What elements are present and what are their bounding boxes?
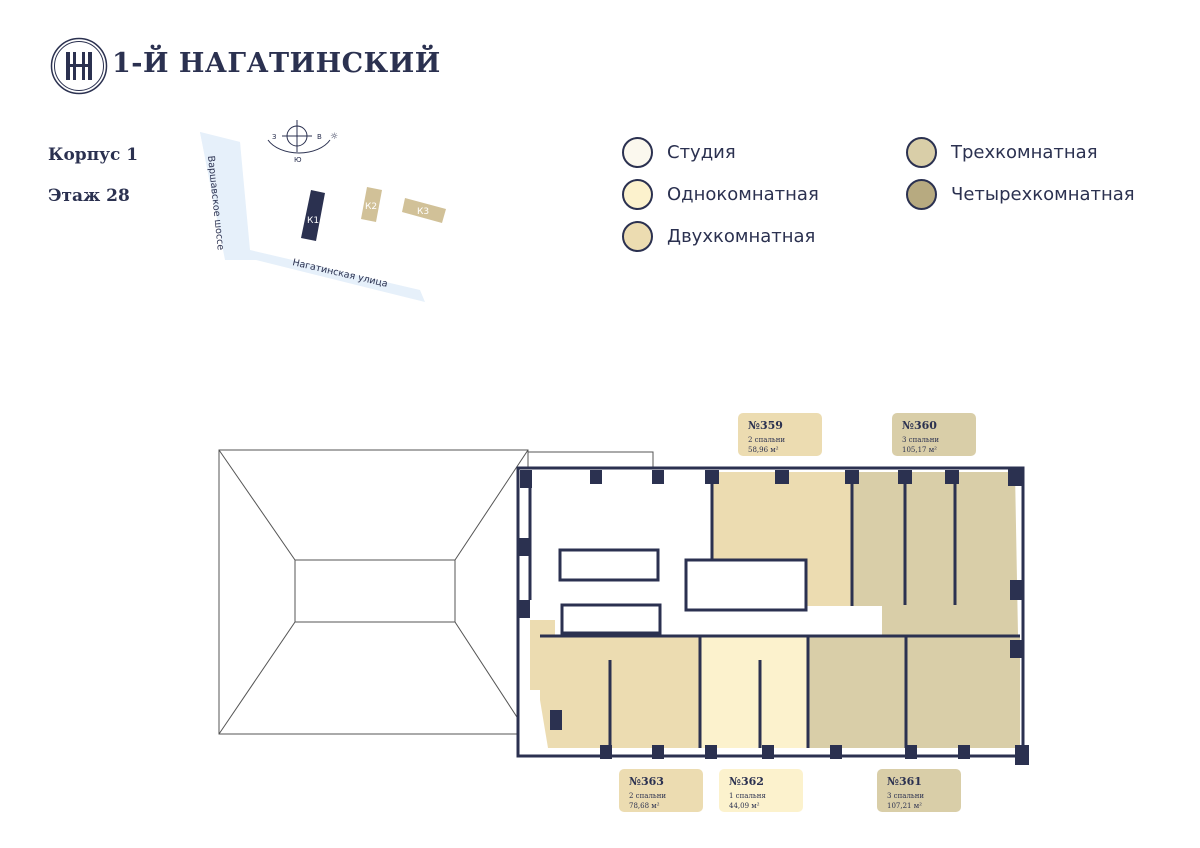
site-map: З В Ю ☼ Варшавское шоссе Нагатинская ули… — [200, 120, 446, 302]
legend-item-3room[interactable]: Трехкомнатная — [906, 137, 1135, 168]
roof-outline — [218, 449, 529, 735]
apartment-card-361[interactable]: №361 3 спальни 107,21 м² — [877, 769, 961, 812]
building-k3-label: К3 — [417, 207, 429, 217]
apartment-362[interactable] — [700, 636, 808, 748]
apartment-361[interactable] — [808, 636, 1020, 748]
logo[interactable] — [50, 37, 108, 95]
swatch-icon — [906, 137, 937, 168]
building-k3 — [402, 198, 446, 223]
building-k2 — [361, 187, 382, 222]
building-label: Корпус 1 — [48, 145, 139, 165]
legend-col-1: Студия Однокомнатная Двухкомнатная — [622, 137, 819, 252]
legend-col-2: Трехкомнатная Четырехкомнатная — [906, 137, 1135, 210]
apartment-card-359[interactable]: №359 2 спальни 58,96 м² — [738, 413, 822, 456]
swatch-icon — [906, 179, 937, 210]
legend-item-studio[interactable]: Студия — [622, 137, 819, 168]
apartment-card-360[interactable]: №360 3 спальни 105,17 м² — [892, 413, 976, 456]
columns — [518, 468, 1029, 765]
road-shape — [200, 132, 425, 302]
swatch-icon — [622, 137, 653, 168]
apartment-360[interactable] — [852, 472, 1018, 635]
building-k1 — [301, 190, 325, 241]
legend-item-2room[interactable]: Двухкомнатная — [622, 221, 819, 252]
compass-icon — [267, 120, 331, 154]
building-k1-label: К1 — [307, 216, 319, 226]
walls — [528, 472, 1020, 748]
building-k2-label: К2 — [365, 202, 377, 212]
compass-west: З — [272, 133, 277, 141]
brand-name: 1-Й НАГАТИНСКИЙ — [112, 48, 441, 79]
logo-emblem-icon — [50, 37, 108, 95]
apartment-card-363[interactable]: №363 2 спальни 78,68 м² — [619, 769, 703, 812]
compass-south: Ю — [294, 156, 302, 164]
apartment-363[interactable] — [540, 636, 700, 748]
swatch-icon — [622, 221, 653, 252]
floor-label: Этаж 28 — [48, 186, 130, 206]
legend-item-1room[interactable]: Однокомнатная — [622, 179, 819, 210]
apartment-card-362[interactable]: №362 1 спальня 44,09 м² — [719, 769, 803, 812]
apartment-359[interactable] — [712, 472, 852, 606]
balcony — [527, 451, 654, 469]
sun-icon: ☼ — [330, 132, 338, 142]
legend-item-4room[interactable]: Четырехкомнатная — [906, 179, 1135, 210]
swatch-icon — [622, 179, 653, 210]
compass-east: В — [317, 133, 322, 141]
